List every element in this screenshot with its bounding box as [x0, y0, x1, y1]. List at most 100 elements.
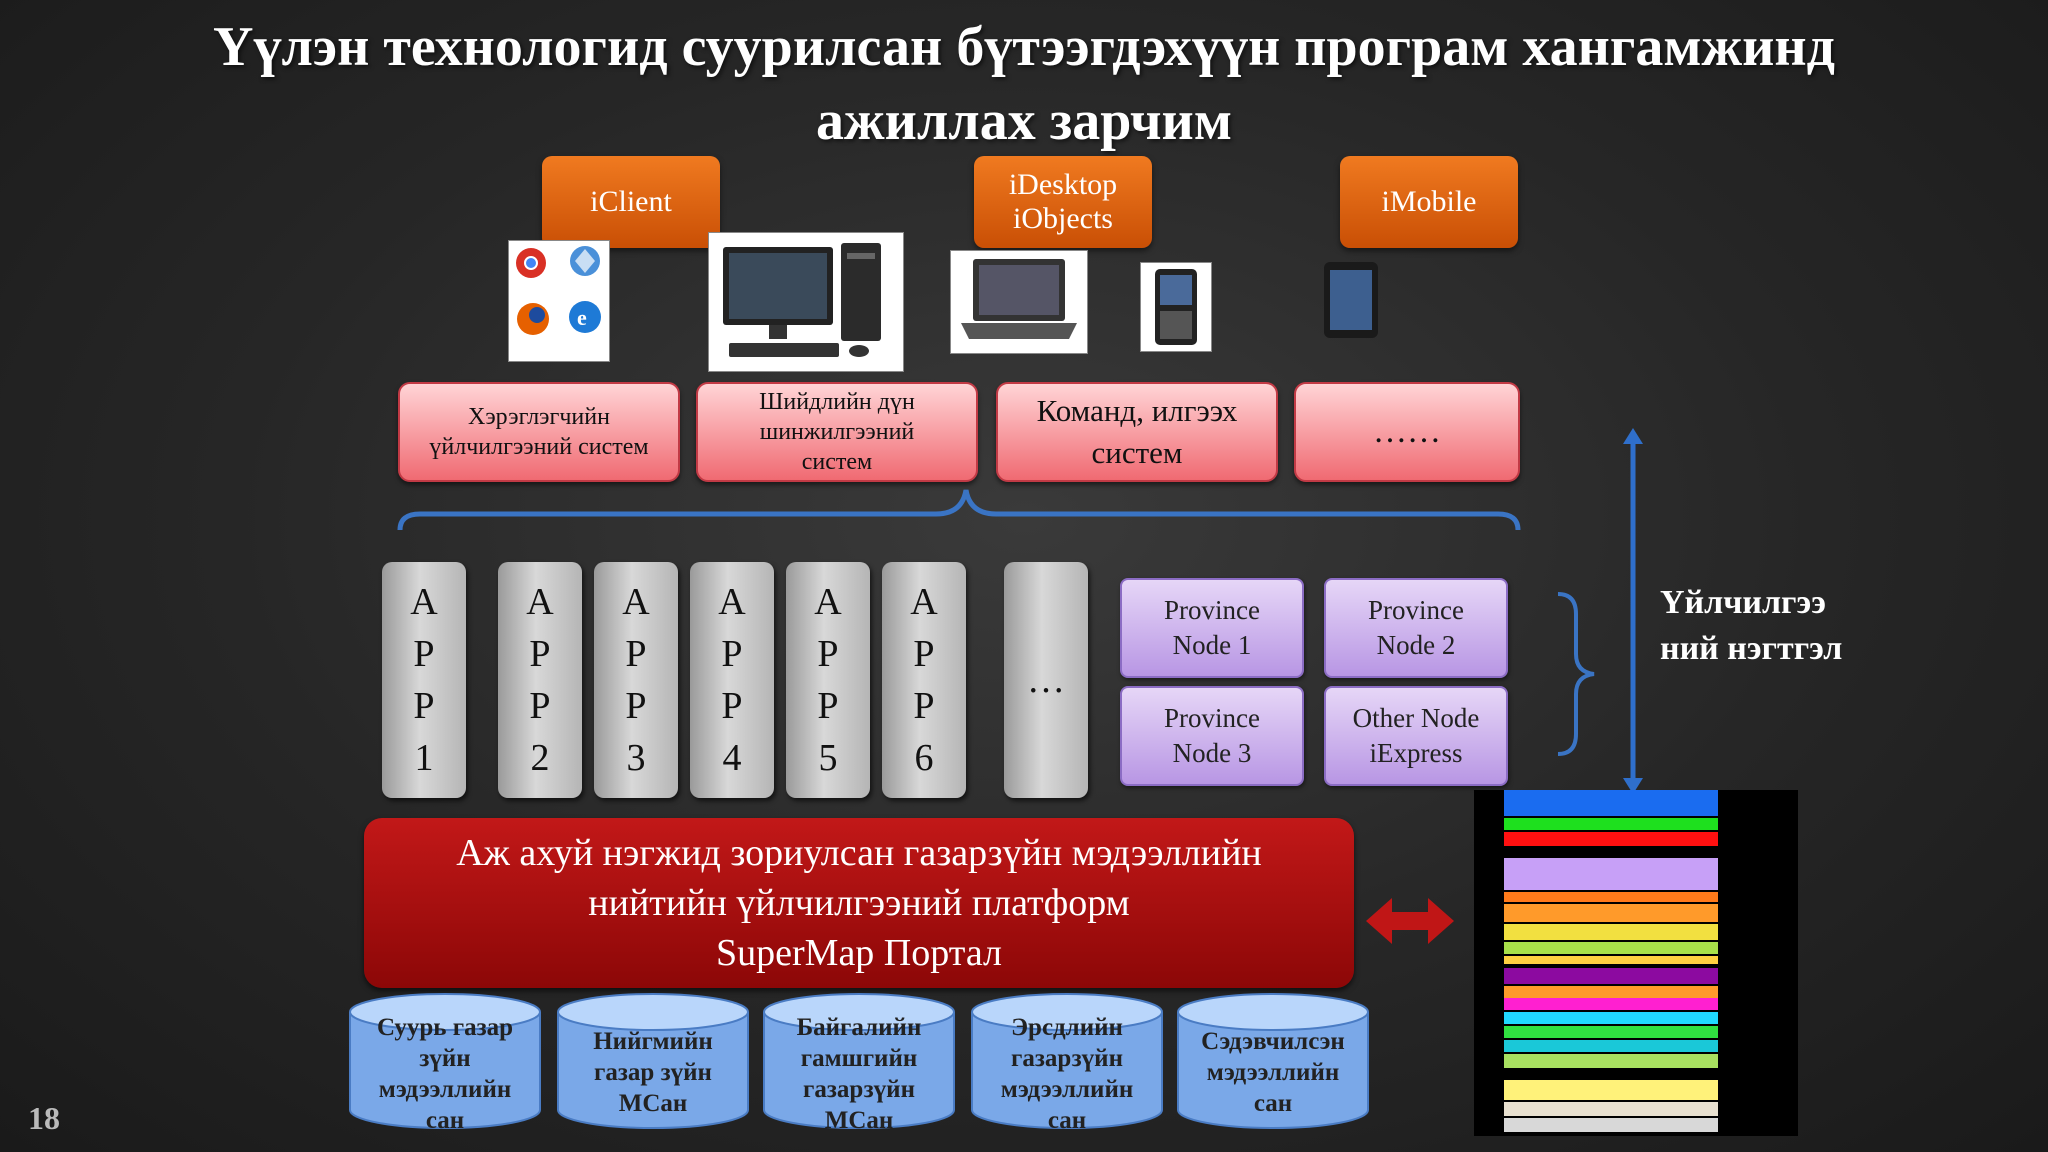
laptop-image	[950, 250, 1088, 354]
node-label: Node 2	[1376, 630, 1456, 660]
database-label-line: Сэдэвчилсэн	[1201, 1028, 1345, 1055]
database-cylinder-icon	[763, 993, 955, 1129]
app-column-1: A P P 1	[382, 562, 466, 798]
database-social-geo: Нийгмийн газар зүйн МСан	[556, 992, 750, 1130]
portal-line3: SuperMap Портал	[716, 932, 1002, 974]
database-label-line: мэдээллийн	[378, 1076, 512, 1103]
node-label: Node 1	[1172, 630, 1252, 660]
app-letter: P	[413, 633, 435, 675]
system-label: систем	[1091, 435, 1183, 470]
service-integration-line1: Үйлчилгээ	[1660, 584, 1826, 621]
app-letter: 6	[914, 737, 934, 779]
app-letter: P	[625, 633, 647, 675]
slide-title: Үүлэн технологид суурилсан бүтээгдэхүүн …	[60, 10, 1988, 158]
app-column-more: …	[1004, 562, 1088, 798]
system-label: үйлчилгээний систем	[429, 434, 649, 460]
app-letter: P	[721, 633, 743, 675]
portal-line2: нийтийн үйлчилгээний платформ	[588, 882, 1130, 924]
system-box-more: ……	[1294, 382, 1520, 482]
database-label-line: мэдээллийн	[1000, 1076, 1134, 1103]
client-label: iDesktop	[1008, 168, 1118, 201]
supermap-portal-box: Аж ахуй нэгжид зориулсан газарзүйн мэдээ…	[364, 818, 1354, 988]
svg-text:e: e	[577, 305, 587, 330]
horizontal-brace	[397, 489, 1521, 531]
slide-title-line2: ажиллах зарчим	[816, 90, 1232, 152]
database-cylinder-icon	[1177, 993, 1369, 1129]
database-label-line: газарзүйн	[1011, 1045, 1123, 1072]
server-stack-image	[1474, 790, 1798, 1136]
database-cylinder-icon	[971, 993, 1163, 1129]
vertical-brace	[1557, 592, 1595, 756]
database-label: Эрсдлийн газарзүйн мэдээллийн сан	[970, 1012, 1164, 1136]
database-label-line: Нийгмийн	[593, 1028, 713, 1055]
app-column-5: A P P 5	[786, 562, 870, 798]
app-letter: P	[913, 685, 935, 727]
app-letter: 1	[414, 737, 434, 779]
service-integration-line2: ний нэгтгэл	[1660, 630, 1843, 667]
database-label: Суурь газар зүйн мэдээллийн сан	[348, 1012, 542, 1136]
tablet-image	[1318, 256, 1384, 344]
client-box-iclient: iClient	[542, 156, 720, 248]
database-label-line: газар зүйн	[594, 1059, 712, 1086]
service-integration-label: Үйлчилгээ ний нэгтгэл	[1660, 580, 1842, 672]
app-letter: A	[718, 581, 746, 623]
database-base-geo: Суурь газар зүйн мэдээллийн сан	[348, 992, 542, 1134]
app-column-3: A P P 3	[594, 562, 678, 798]
app-letter: P	[413, 685, 435, 727]
database-label-line: МСан	[824, 1107, 894, 1134]
app-letter: A	[814, 581, 842, 623]
portal-line1: Аж ахуй нэгжид зориулсан газарзүйн мэдээ…	[456, 832, 1262, 874]
app-letter: P	[625, 685, 647, 727]
database-label-line: газарзүйн	[803, 1076, 915, 1103]
client-box-idesktop: iDesktop iObjects	[974, 156, 1152, 248]
node-label: Other Node	[1352, 703, 1480, 733]
app-letter: A	[622, 581, 650, 623]
database-label-line: Суурь газар	[376, 1014, 514, 1041]
database-natural-disaster: Байгалийн гамшгийн газарзүйн МСан	[762, 992, 956, 1134]
client-label: iClient	[590, 185, 672, 218]
database-cylinder-icon	[557, 993, 749, 1129]
client-box-imobile: iMobile	[1340, 156, 1518, 248]
node-province-2: Province Node 2	[1324, 578, 1508, 678]
app-letter: 3	[626, 737, 646, 779]
app-letter: A	[910, 581, 938, 623]
system-label: Шийдлийн дүн	[759, 389, 915, 415]
node-province-3: Province Node 3	[1120, 686, 1304, 786]
node-other-iexpress: Other Node iExpress	[1324, 686, 1508, 786]
app-letter: P	[913, 633, 935, 675]
portal-link-arrow-icon	[1366, 898, 1454, 944]
node-label: Province	[1164, 703, 1260, 733]
laptop-icon	[961, 259, 1077, 339]
system-box-command: Команд, илгээх систем	[996, 382, 1278, 482]
phone-image	[1140, 262, 1212, 352]
database-label-line: зүйн	[419, 1045, 471, 1072]
node-label: Province	[1368, 595, 1464, 625]
tablet-icon	[1324, 262, 1378, 338]
browser-icons: e	[516, 246, 601, 335]
system-box-user-service: Хэрэглэгчийн үйлчилгээний систем	[398, 382, 680, 482]
app-letter: 5	[818, 737, 838, 779]
database-label-line: МСан	[618, 1090, 688, 1117]
app-letter: 2	[530, 737, 550, 779]
slide-title-line1: Үүлэн технологид суурилсан бүтээгдэхүүн …	[213, 16, 1835, 78]
layered-stack-graphic	[1504, 790, 1718, 1132]
database-label-line: сан	[1047, 1107, 1087, 1134]
system-label: ……	[1373, 413, 1441, 450]
app-letter: A	[526, 581, 554, 623]
client-label: iObjects	[1013, 202, 1113, 235]
client-label: iMobile	[1381, 185, 1477, 218]
system-label: систем	[801, 449, 873, 475]
database-label-line: гамшгийн	[800, 1045, 918, 1072]
app-column-4: A P P 4	[690, 562, 774, 798]
app-letter: A	[410, 581, 438, 623]
system-label: шинжилгээний	[759, 419, 915, 445]
database-label-line: Эрсдлийн	[1011, 1014, 1123, 1041]
node-province-1: Province Node 1	[1120, 578, 1304, 678]
database-label-line: Байгалийн	[796, 1014, 922, 1041]
desktop-icon	[723, 243, 881, 357]
app-letter: 4	[722, 737, 742, 779]
database-label-line: сан	[1253, 1090, 1293, 1117]
database-label-line: сан	[425, 1107, 465, 1134]
system-label: Хэрэглэгчийн	[468, 404, 610, 430]
node-label: iExpress	[1369, 738, 1463, 768]
